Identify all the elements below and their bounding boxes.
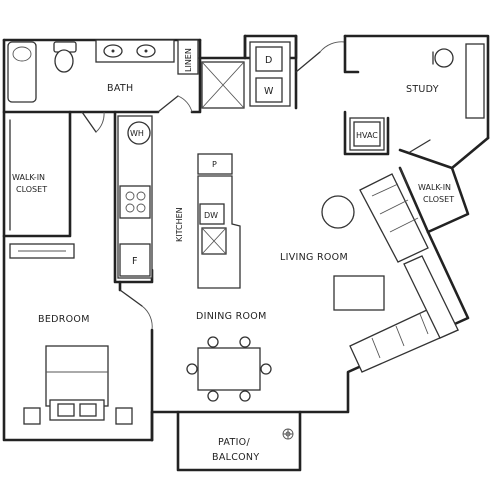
hvac-label: HVAC: [356, 131, 378, 140]
closet-right-label-line1: WALK-IN: [418, 183, 451, 192]
linen-closet: [177, 39, 199, 75]
bedroom-area: BEDROOM: [9, 243, 154, 425]
dining-table: [197, 347, 261, 391]
study-label: STUDY: [406, 84, 439, 95]
study-door[interactable]: [409, 139, 431, 153]
toilet-bowl: [54, 49, 74, 73]
living-room-area: LIVING ROOM: [280, 173, 459, 373]
washer: [255, 77, 283, 103]
tv-console: [333, 275, 385, 311]
living-room-table: [321, 195, 355, 229]
bathtub: [7, 41, 37, 103]
dishwasher-label: DW: [204, 211, 218, 220]
water-heater-label: WH: [130, 129, 144, 138]
laundry-area: D W: [198, 34, 346, 110]
washer-label: W: [264, 86, 274, 97]
closet-left-label-line1: WALK-IN: [12, 173, 45, 182]
dining-chair: [260, 363, 272, 375]
walk-in-closet-right: WALK-IN CLOSET: [398, 166, 470, 234]
dryer-label: D: [265, 55, 273, 66]
stove: [119, 185, 151, 219]
dining-chair: [207, 390, 219, 402]
dining-chair: [207, 336, 219, 348]
kitchen-area: WH F KITCHEN P DW: [113, 110, 241, 289]
fridge: [119, 243, 151, 277]
closet-right-label-line2: CLOSET: [423, 195, 454, 204]
nightstand-left: [23, 407, 41, 425]
patio-area: PATIO/ BALCONY: [176, 410, 302, 472]
bath-door[interactable]: [157, 95, 179, 113]
exterior-walls: [2, 34, 490, 442]
water-heater: [127, 121, 151, 145]
closet-left-label-line2: CLOSET: [16, 185, 47, 194]
bath-label: BATH: [107, 83, 133, 94]
nightstand-right: [115, 407, 133, 425]
sofa-diagonal: [359, 173, 429, 263]
study-area: HVAC STUDY: [343, 34, 485, 170]
dishwasher: [199, 203, 225, 225]
patio-label-line1: PATIO/: [218, 437, 250, 448]
walk-in-closet-left: WALK-IN CLOSET: [2, 110, 72, 238]
bedroom-label: BEDROOM: [38, 314, 90, 325]
plant-icon: [282, 428, 294, 440]
dryer: [255, 46, 283, 72]
study-desk: [465, 43, 485, 119]
patio-label-line2: BALCONY: [212, 452, 259, 463]
kitchen-label: KITCHEN: [175, 207, 184, 242]
dining-chair: [239, 390, 251, 402]
dining-chair: [186, 363, 198, 375]
fridge-label: F: [132, 256, 138, 267]
laundry-door[interactable]: [295, 51, 321, 73]
linen-label: LINEN: [184, 48, 193, 72]
sectional-sofa: [349, 255, 459, 373]
pantry-label: P: [212, 160, 217, 169]
study-chair: [432, 48, 454, 68]
bed: [45, 345, 109, 421]
dining-chair: [239, 336, 251, 348]
bath-area: LINEN BATH: [2, 38, 202, 133]
dining-room-label: DINING ROOM: [196, 311, 267, 322]
pantry: [197, 153, 233, 175]
bedroom-door[interactable]: [119, 289, 143, 307]
dining-room-area: DINING ROOM: [186, 311, 272, 402]
living-room-label: LIVING ROOM: [280, 252, 348, 263]
